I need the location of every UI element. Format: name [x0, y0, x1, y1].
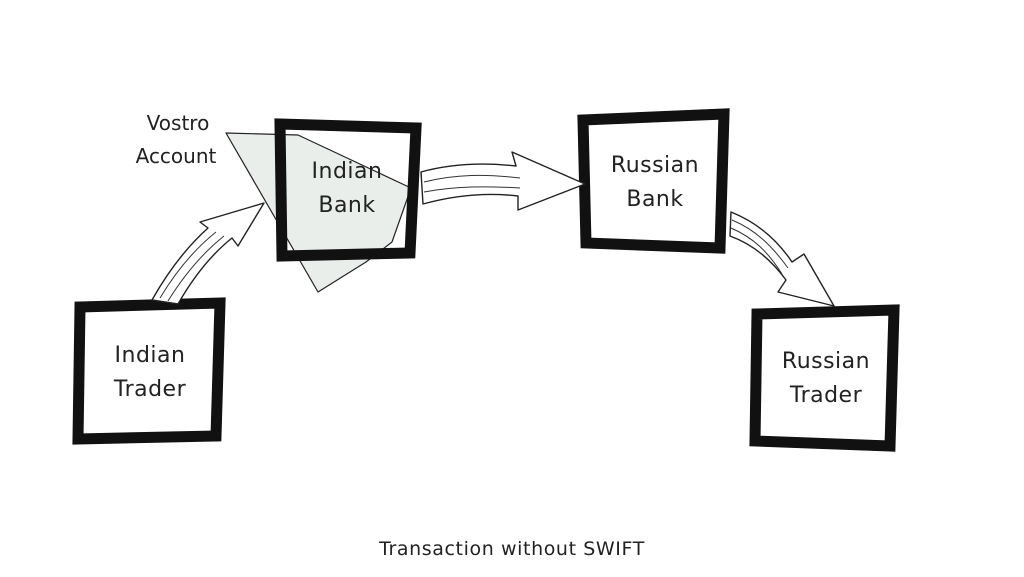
vostro-label-line2: Account	[136, 144, 217, 168]
russian-bank-box	[577, 108, 730, 254]
russian-bank-label-line1: Russian	[611, 153, 699, 178]
arrow-russian-bank-to-russian-trader	[729, 211, 835, 307]
indian-bank-box	[274, 118, 422, 262]
russian-bank-label-line2: Bank	[626, 187, 683, 212]
diagram-caption: Transaction without SWIFT	[378, 538, 645, 560]
indian-trader-label-line1: Indian	[115, 343, 186, 368]
vostro-label-line1: Vostro	[147, 111, 210, 135]
arrow-trader-to-indian-bank	[151, 202, 265, 305]
arrow-indian-bank-to-russian-bank	[420, 151, 586, 211]
indian-trader-box	[72, 297, 226, 445]
indian-bank-label-line2: Bank	[318, 193, 375, 218]
russian-trader-label-line1: Russian	[782, 349, 870, 374]
russian-trader-box	[749, 304, 900, 452]
indian-bank-label-line1: Indian	[312, 159, 383, 184]
russian-trader-label-line2: Trader	[789, 383, 863, 408]
indian-trader-label-line2: Trader	[113, 377, 187, 402]
